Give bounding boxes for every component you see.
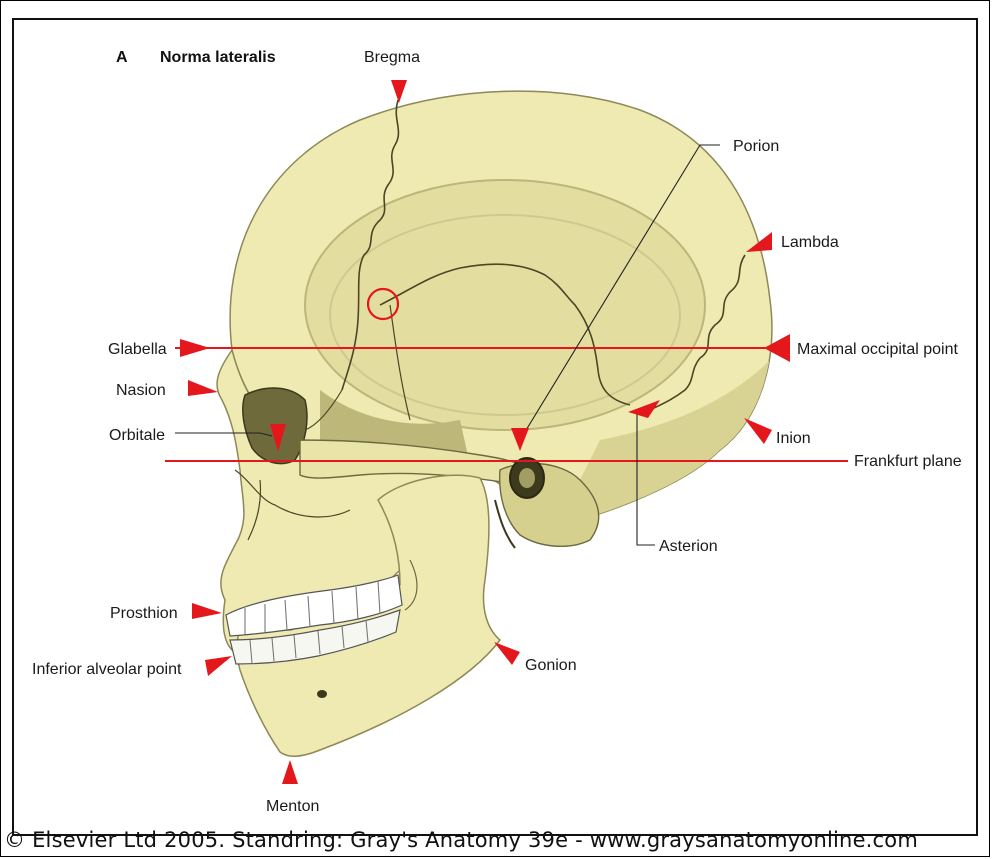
mental-foramen — [317, 690, 327, 698]
glabella-pointer — [180, 339, 210, 357]
label-frankfurt-plane: Frankfurt plane — [854, 453, 962, 470]
panel-letter: A — [116, 49, 128, 66]
prosthion-pointer — [192, 603, 222, 619]
label-inferior-alveolar-point: Inferior alveolar point — [32, 661, 182, 678]
label-orbitale: Orbitale — [109, 427, 165, 444]
label-prosthion: Prosthion — [110, 605, 178, 622]
nasion-pointer — [188, 380, 218, 396]
label-maximal-occipital-point: Maximal occipital point — [797, 341, 959, 358]
temporal-fossa — [305, 180, 705, 430]
inferior-alveolar-pointer — [205, 656, 232, 676]
menton-pointer — [282, 760, 298, 784]
label-asterion: Asterion — [659, 538, 718, 555]
label-bregma: Bregma — [364, 49, 420, 66]
label-lambda: Lambda — [781, 234, 839, 251]
label-porion: Porion — [733, 138, 779, 155]
label-inion: Inion — [776, 430, 811, 447]
panel-title: Norma lateralis — [160, 49, 276, 66]
label-gonion: Gonion — [525, 657, 577, 674]
bregma-pointer — [391, 80, 407, 103]
label-menton: Menton — [266, 798, 319, 815]
label-nasion: Nasion — [116, 382, 166, 399]
label-glabella: Glabella — [108, 341, 167, 358]
gonion-pointer — [494, 642, 520, 665]
copyright-notice: © Elsevier Ltd 2005. Standring: Gray's A… — [4, 828, 918, 852]
inion-pointer — [744, 418, 772, 444]
